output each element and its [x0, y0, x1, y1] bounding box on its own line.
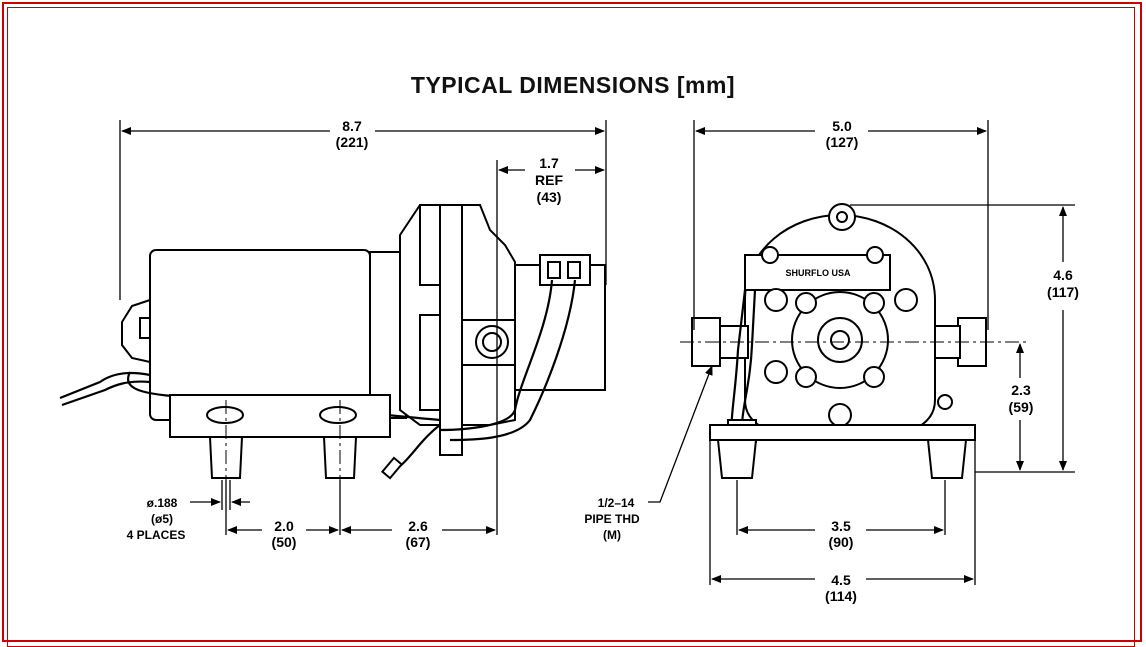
dim-hole-places: 4 PLACES: [127, 528, 186, 542]
dim-base-width-mm: (114): [825, 588, 857, 604]
dim-overall-length: 8.7: [342, 118, 362, 134]
dim-base-width: 4.5: [831, 572, 851, 588]
connector-pin-2: [567, 261, 581, 279]
label-text: SHURFLO USA: [786, 268, 852, 278]
dim-height: 4.6: [1053, 267, 1073, 283]
corner-screw-3: [764, 360, 788, 384]
front-foot-right: [926, 439, 968, 479]
pipe-thd: PIPE THD: [584, 512, 640, 526]
pipe-size: 1/2–14: [598, 496, 635, 510]
dim-hole-dia: ø.188: [147, 496, 178, 510]
wire-1: [439, 279, 554, 432]
outlet-port-inner: [482, 332, 502, 352]
face-screw-3: [795, 366, 817, 388]
label-screw-right: [866, 246, 884, 264]
wire-2: [449, 279, 577, 442]
label-screw-left: [761, 246, 779, 264]
lead-wire-2: [61, 380, 151, 407]
dim-inner-width-mm: (90): [829, 534, 854, 550]
dim-ref-label: REF: [535, 172, 563, 188]
pump-bracket-upper: [419, 204, 441, 286]
dim-hole-dia-mm: (ø5): [151, 512, 173, 526]
face-hub: [830, 330, 850, 350]
dim-port-height-mm: (59): [1009, 399, 1034, 415]
dim-ref-length: 1.7: [539, 155, 559, 171]
corner-screw-2: [894, 288, 918, 312]
front-foot-left: [716, 439, 758, 479]
dim-ref-length-mm: (43): [537, 189, 562, 205]
corner-screw-5: [937, 394, 953, 410]
front-view: SHURFLO USA: [584, 118, 1079, 604]
connector-pin-1: [547, 261, 561, 279]
technical-drawing: 8.7 (221) 1.7 REF (43) ø.188 (ø5) 4 PLAC…: [59, 118, 1079, 604]
base-plate: [169, 394, 391, 438]
mount-slot-2: [319, 406, 357, 424]
pump-plate: [439, 204, 463, 456]
dim-foot-to-port-mm: (67): [406, 534, 431, 550]
front-base: [709, 424, 976, 441]
dim-overall-length-mm: (221): [336, 134, 369, 150]
wire-terminal: [380, 456, 404, 480]
dim-width-mm: (127): [826, 134, 859, 150]
face-screw-4: [863, 366, 885, 388]
pipe-gender: (M): [603, 528, 621, 542]
corner-screw-1: [764, 288, 788, 312]
mount-slot-1: [206, 406, 244, 424]
top-screw: [836, 211, 848, 223]
lead-wire-1: [59, 371, 151, 400]
face-screw-2: [863, 292, 885, 314]
dim-width: 5.0: [832, 118, 852, 134]
dim-foot-to-port: 2.6: [408, 518, 428, 534]
dim-inner-width: 3.5: [831, 518, 851, 534]
dim-foot-spacing: 2.0: [274, 518, 294, 534]
drawing-title: TYPICAL DIMENSIONS [mm]: [410, 72, 736, 98]
face-screw-1: [795, 292, 817, 314]
rear-cap: [121, 298, 151, 364]
side-view: 8.7 (221) 1.7 REF (43) ø.188 (ø5) 4 PLAC…: [59, 118, 607, 550]
rear-switch: [139, 317, 151, 339]
dim-height-mm: (117): [1047, 284, 1079, 300]
corner-screw-4: [828, 403, 852, 427]
dim-port-height: 2.3: [1011, 382, 1031, 398]
pipe-leader: [648, 365, 713, 503]
dim-foot-spacing-mm: (50): [272, 534, 297, 550]
